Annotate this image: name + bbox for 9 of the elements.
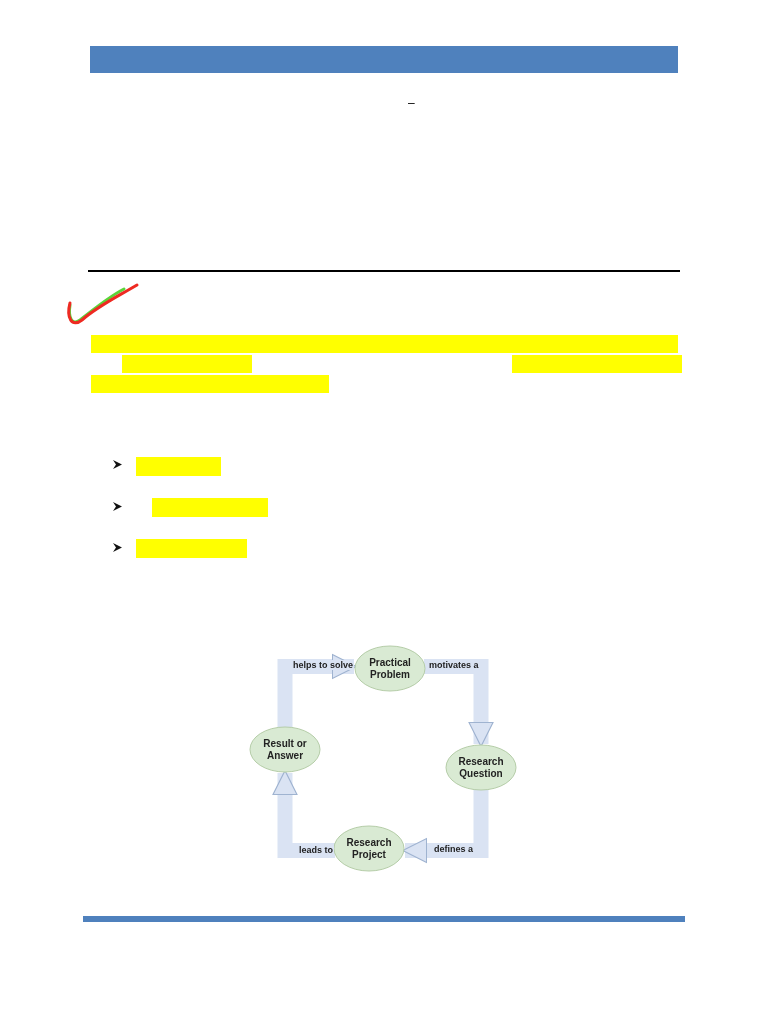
edge-label: defines a bbox=[433, 843, 474, 854]
process-ellipse: Result or Answer bbox=[249, 726, 321, 773]
note-text: – bbox=[408, 96, 415, 110]
edge-label: motivates a bbox=[428, 659, 480, 670]
process-ellipse: Practical Problem bbox=[354, 645, 426, 692]
process-ellipse: Research Project bbox=[333, 825, 405, 872]
edge-label: helps to solve bbox=[292, 659, 355, 670]
edge-label: leads to bbox=[298, 844, 334, 855]
process-ellipse: Research Question bbox=[445, 744, 517, 791]
